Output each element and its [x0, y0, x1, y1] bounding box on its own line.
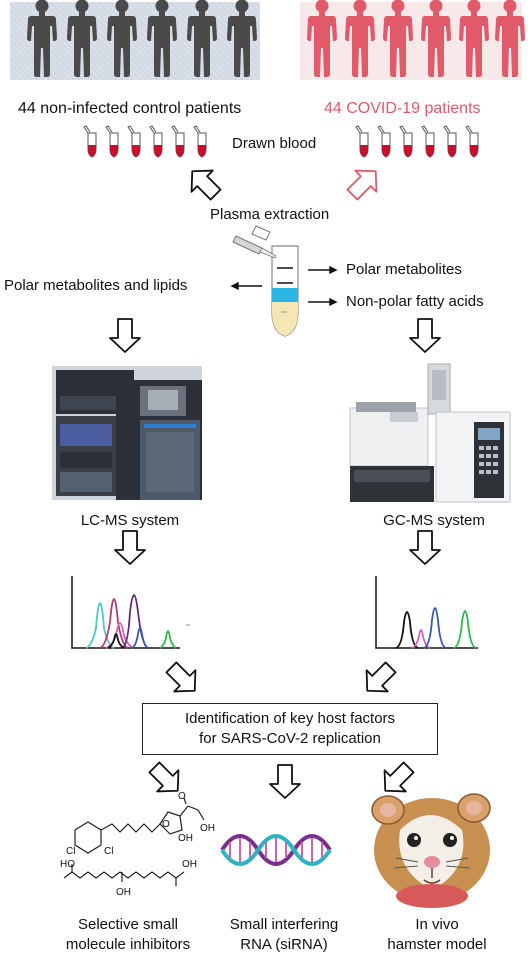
chem-cl-2: Cl	[104, 846, 114, 857]
inhibitors-label-1: Selective small	[77, 916, 179, 933]
lc-chromatogram	[71, 576, 190, 649]
covid-group-label: 44 COVID-19 patients	[324, 100, 481, 117]
key-box-line-2: for SARS-CoV-2 replication	[199, 730, 381, 747]
drawn-blood-label: Drawn blood	[232, 135, 317, 152]
chem-oh-3: OH	[182, 859, 197, 870]
hamster-label-2: hamster model	[387, 936, 487, 953]
arrow-control-to-plasma	[190, 169, 222, 201]
gc-ms-instrument	[349, 363, 511, 503]
plasma-tube	[271, 245, 299, 337]
left-fraction-label: Polar metabolites and lipids	[4, 277, 188, 294]
key-box-line-1: Identification of key host factors	[184, 710, 396, 727]
hamster-label-1: In vivo	[415, 916, 459, 933]
inhibitors-label-2: molecule inhibitors	[65, 936, 191, 953]
chem-o-1: O	[178, 791, 186, 802]
lc-ms-label: LC-MS system	[80, 512, 180, 529]
covid-people-group	[300, 0, 525, 80]
arrow-covid-to-plasma	[346, 169, 378, 201]
covid-blood-tubes	[355, 125, 479, 158]
inhibitor-structure-2	[63, 864, 185, 886]
arrow-gc-to-chrom	[409, 530, 441, 565]
control-people-group	[10, 0, 260, 80]
chem-o-2: O	[162, 819, 170, 830]
hamster-icon	[371, 793, 491, 908]
arrow-right-to-gc	[409, 318, 441, 353]
chem-oh-1: OH	[178, 833, 193, 844]
polar-metabolites-label: Polar metabolites	[346, 261, 462, 278]
sirna-helix-icon	[220, 834, 332, 866]
chem-cl-1: Cl	[66, 846, 76, 857]
gc-ms-label: GC-MS system	[383, 512, 485, 529]
gc-chromatogram	[375, 576, 478, 649]
chem-oh-4: OH	[116, 887, 131, 898]
pipette-icon	[232, 225, 277, 259]
sirna-label-1: Small interfering	[229, 916, 339, 933]
arrow-lc-chrom-to-box	[165, 661, 197, 693]
inhibitor-structure-1	[74, 797, 205, 854]
arrow-lc-to-chrom	[114, 530, 146, 565]
arrow-left-to-lc	[109, 318, 141, 353]
control-blood-tubes	[83, 125, 207, 158]
sirna-label-2: RNA (siRNA)	[240, 936, 328, 953]
control-group-label: 44 non-infected control patients	[18, 100, 242, 117]
control-background	[10, 2, 260, 80]
plasma-extraction-label: Plasma extraction	[210, 206, 330, 223]
arrow-box-to-inhibitors	[148, 761, 180, 793]
non-polar-fatty-acids-label: Non-polar fatty acids	[346, 293, 484, 310]
chem-oh-2: OH	[200, 823, 215, 834]
chem-ho-1: HO	[60, 859, 75, 870]
lc-ms-instrument	[52, 366, 202, 500]
arrow-gc-chrom-to-box	[365, 661, 397, 693]
key-host-factors-box: Identification of key host factors for S…	[142, 703, 438, 755]
arrow-box-to-sirna	[269, 764, 301, 799]
arrow-box-to-hamster	[383, 761, 415, 793]
